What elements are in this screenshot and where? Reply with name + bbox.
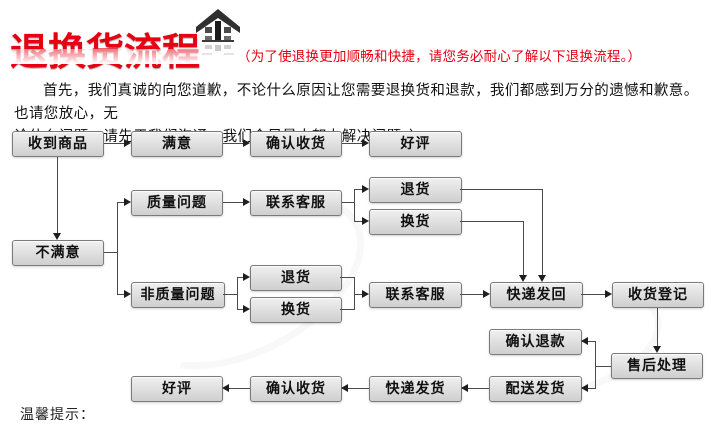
flow-connector xyxy=(588,388,596,389)
arrow-right-icon xyxy=(243,273,250,281)
flow-connector xyxy=(117,202,118,295)
flow-connector xyxy=(237,277,244,278)
flow-connector xyxy=(237,309,244,310)
flow-node-exchange-top: 换货 xyxy=(369,209,462,235)
arrow-right-icon xyxy=(124,198,131,206)
flow-node-contact-service-1: 联系客服 xyxy=(250,190,342,216)
flow-node-contact-service-2: 联系客服 xyxy=(369,282,462,308)
arrow-left-icon xyxy=(341,384,348,392)
flow-connector xyxy=(104,143,124,144)
flow-node-receipt-register: 收货登记 xyxy=(612,282,704,308)
flow-node-good-review-top: 好评 xyxy=(369,131,462,157)
flow-connector xyxy=(581,294,605,295)
flow-node-confirm-receipt-bottom: 确认收货 xyxy=(250,376,342,402)
flow-connector xyxy=(354,277,355,310)
arrow-left-icon xyxy=(222,384,229,392)
flow-node-unsatisfied: 不满意 xyxy=(12,240,104,266)
flow-connector xyxy=(104,252,118,253)
flow-node-confirm-refund: 确认退款 xyxy=(489,329,582,355)
flow-connector xyxy=(523,221,524,276)
arrow-right-icon xyxy=(124,139,131,147)
flow-connector xyxy=(117,294,125,295)
flow-connector xyxy=(595,341,596,389)
flow-connector xyxy=(588,341,596,342)
flow-connector xyxy=(229,388,250,389)
flow-connector xyxy=(340,309,355,310)
arrow-left-icon xyxy=(581,337,588,345)
flow-node-express-return: 快递发回 xyxy=(490,282,583,308)
flow-connector xyxy=(595,366,611,367)
arrow-right-icon xyxy=(605,290,612,298)
flow-connector xyxy=(342,202,355,203)
intro-paragraph: 首先，我们真诚的向您道歉，不论什么原因让您需要退换货和退款，我们都感到万分的遗憾… xyxy=(14,80,708,149)
flow-connector xyxy=(460,294,483,295)
flow-connector xyxy=(354,189,355,222)
flow-connector xyxy=(223,294,238,295)
flow-connector xyxy=(342,143,362,144)
flow-node-express-ship: 快递发货 xyxy=(369,376,462,402)
arrow-down-icon xyxy=(519,275,527,282)
flow-node-exchange-bottom: 换货 xyxy=(250,297,342,323)
tips-label: 温馨提示： xyxy=(20,407,95,423)
flow-connector xyxy=(348,388,369,389)
arrow-right-icon xyxy=(362,139,369,147)
flow-connector xyxy=(468,388,489,389)
flow-node-return-bottom: 退货 xyxy=(250,265,342,291)
flow-node-return-top: 退货 xyxy=(369,177,462,203)
flow-connector xyxy=(354,221,363,222)
flow-connector xyxy=(57,157,58,233)
flow-node-confirm-receipt-top: 确认收货 xyxy=(250,131,342,157)
intro-line-1: 首先，我们真诚的向您道歉，不论什么原因让您需要退换货和退款，我们都感到万分的遗憾… xyxy=(14,83,699,122)
flow-connector xyxy=(354,294,363,295)
flow-connector xyxy=(223,143,243,144)
flow-connector xyxy=(354,189,363,190)
arrow-left-icon xyxy=(581,384,588,392)
flow-node-non-quality-issue: 非质量问题 xyxy=(131,282,225,308)
flow-connector xyxy=(117,202,125,203)
arrow-right-icon xyxy=(362,290,369,298)
flow-connector xyxy=(340,277,355,278)
arrow-right-icon xyxy=(362,217,369,225)
flow-node-after-sales: 售后处理 xyxy=(611,353,703,379)
intro-line-2: 论什么问题，请先于我们沟通，我们会尽最大努力解决问题：） xyxy=(14,126,708,149)
flow-connector xyxy=(460,189,543,190)
flow-node-good-review-bottom: 好评 xyxy=(131,376,223,402)
flow-node-received: 收到商品 xyxy=(12,131,104,157)
arrow-down-icon xyxy=(53,233,61,240)
flow-connector xyxy=(237,277,238,310)
arrow-right-icon xyxy=(243,305,250,313)
home-icon xyxy=(196,9,240,55)
arrow-down-icon xyxy=(653,346,661,353)
arrow-down-icon xyxy=(538,275,546,282)
arrow-right-icon xyxy=(124,290,131,298)
arrow-right-icon xyxy=(243,198,250,206)
flow-node-quality-issue: 质量问题 xyxy=(131,190,223,216)
page-subtitle: （为了使退换更加顺畅和快捷，请您务必耐心了解以下退换流程。） xyxy=(237,49,642,65)
flow-connector xyxy=(657,308,658,347)
page-title: 退换货流程 xyxy=(10,30,201,75)
arrow-right-icon xyxy=(483,290,490,298)
flow-connector xyxy=(542,189,543,276)
flow-node-delivery-ship: 配送发货 xyxy=(489,376,582,402)
flow-connector xyxy=(223,202,243,203)
arrow-right-icon xyxy=(362,185,369,193)
arrow-left-icon xyxy=(461,384,468,392)
arrow-right-icon xyxy=(243,139,250,147)
flow-node-satisfied: 满意 xyxy=(131,131,223,157)
flow-connector xyxy=(460,221,524,222)
